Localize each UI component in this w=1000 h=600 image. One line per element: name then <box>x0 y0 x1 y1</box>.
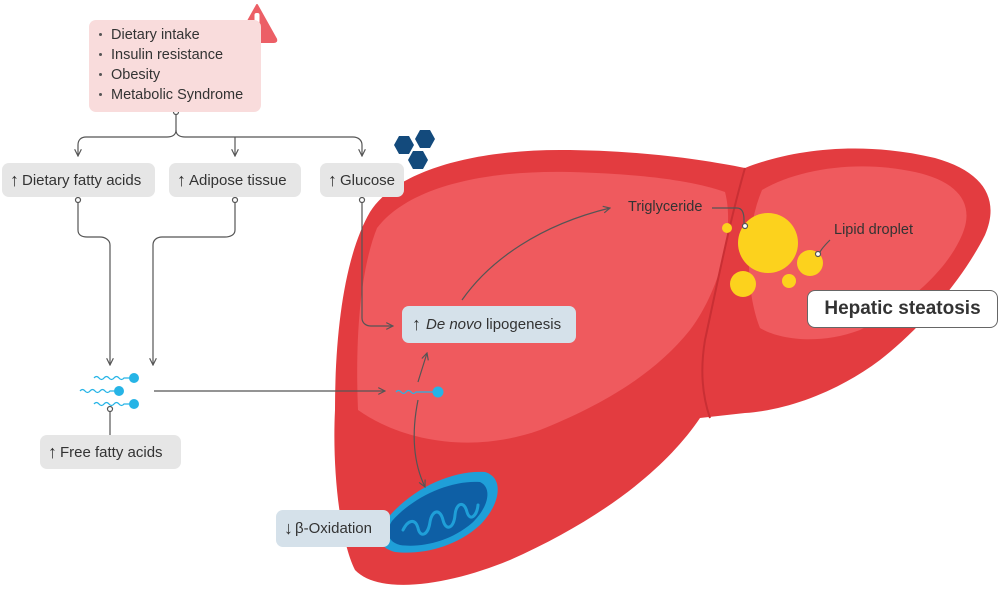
lipid-droplet-left <box>730 271 756 297</box>
glucose-hexagons-icon <box>394 130 435 169</box>
adipose-tissue-box: ↑Adipose tissue <box>169 163 301 197</box>
lipogenesis-label-italic: De novo <box>426 316 482 333</box>
free-fatty-acids-box: ↑Free fatty acids <box>40 435 181 469</box>
mitochondrion-inner <box>388 481 488 546</box>
free-fatty-acid-molecules <box>79 373 444 409</box>
mitochondrion <box>379 471 498 553</box>
increase-arrow-icon: ↑ <box>412 314 421 334</box>
free-fatty-acids-label: Free fatty acids <box>60 443 163 461</box>
increase-arrow-icon: ↑ <box>10 170 19 190</box>
source-connectors <box>74 196 394 366</box>
risk-factors-list: Dietary intake Insulin resistance Obesit… <box>99 25 251 105</box>
lipid-droplet-tiny <box>782 274 796 288</box>
risk-factors-box: Dietary intake Insulin resistance Obesit… <box>89 20 261 112</box>
risk-factor-item: Metabolic Syndrome <box>99 85 251 105</box>
adipose-tissue-label: Adipose tissue <box>189 171 287 189</box>
risk-factor-item: Dietary intake <box>99 25 251 45</box>
hepatic-steatosis-label: Hepatic steatosis <box>824 298 981 319</box>
triglyceride-label: Triglyceride <box>628 199 703 215</box>
glucose-label: Glucose <box>340 171 396 189</box>
bullet-icon <box>99 52 102 56</box>
risk-factor-item: Obesity <box>99 65 251 85</box>
risk-factor-label: Insulin resistance <box>111 47 224 63</box>
lipid-droplet-label: Lipid droplet <box>834 222 913 238</box>
hepatic-steatosis-box: Hepatic steatosis <box>807 290 998 328</box>
risk-factor-label: Obesity <box>111 67 161 83</box>
dietary-fatty-acids-box: ↑Dietary fatty acids <box>2 163 155 197</box>
risk-factor-label: Metabolic Syndrome <box>111 87 244 103</box>
risk-factor-label: Dietary intake <box>111 27 200 43</box>
increase-arrow-icon: ↑ <box>177 170 186 190</box>
bullet-icon <box>99 92 102 96</box>
lipogenesis-label: lipogenesis <box>481 316 562 333</box>
bullet-icon <box>99 72 102 76</box>
bullet-icon <box>99 32 102 36</box>
increase-arrow-icon: ↑ <box>48 442 57 462</box>
glucose-box: ↑Glucose <box>320 163 404 197</box>
beta-oxidation-label: β-Oxidation <box>295 520 372 537</box>
increase-arrow-icon: ↑ <box>328 170 337 190</box>
lipogenesis-box: ↑ De novo lipogenesis <box>402 306 576 343</box>
risk-factor-item: Insulin resistance <box>99 45 251 65</box>
decrease-arrow-icon: ↓ <box>284 518 293 538</box>
dietary-fatty-acids-label: Dietary fatty acids <box>22 171 142 189</box>
flow-arrows <box>106 208 831 487</box>
lipid-droplet-small <box>722 223 732 233</box>
lipid-droplet-large <box>738 213 798 273</box>
lipid-droplets <box>722 213 823 297</box>
mitochondrion-cristae <box>401 503 480 536</box>
beta-oxidation-box: ↓β-Oxidation <box>276 510 390 547</box>
risk-branch-connectors <box>78 108 362 157</box>
